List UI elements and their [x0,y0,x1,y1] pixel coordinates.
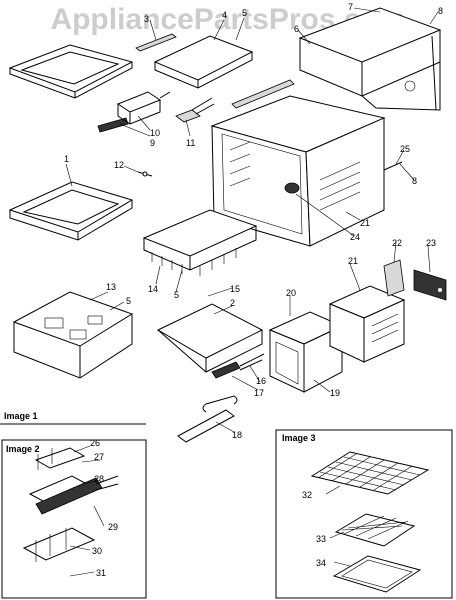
image2-box [1,439,147,599]
callout-5: 5 [242,8,247,18]
image3-title: Image 3 [282,433,316,443]
callout-2: 2 [230,298,235,308]
callout-17: 17 [254,388,264,398]
callout-22: 22 [392,238,402,248]
side-panel-part [8,181,134,241]
image1-title: Image 1 [4,411,38,421]
callout-3: 3 [144,14,149,24]
oven-cavity-part [210,95,403,247]
callout-24: 24 [350,232,360,242]
callouts: 1 2 3 4 5 5 5 6 7 8 8 9 10 11 12 13 14 1… [64,2,443,578]
top-cover-part [153,35,254,89]
callout-21b: 21 [348,256,358,266]
top-frame-part [8,44,134,99]
rear-panel-part [383,259,447,301]
callout-5b: 5 [174,290,179,300]
broil-pan-part [332,555,422,593]
hinge-part [97,117,153,177]
callout-14: 14 [148,284,158,294]
callout-26: 26 [90,438,100,448]
callout-33: 33 [316,534,326,544]
switch-box-part [116,91,171,125]
callout-34: 34 [316,558,326,568]
callout-20: 20 [286,288,296,298]
callout-29: 29 [108,522,118,532]
burner-tube-part [177,395,238,443]
callout-12: 12 [114,160,124,170]
inner-box-part [328,285,406,363]
callout-15: 15 [230,284,240,294]
callout-11: 11 [186,138,195,148]
callout-7: 7 [348,2,353,12]
callout-30: 30 [92,546,102,556]
callout-31: 31 [96,568,106,578]
base-pan-part [12,291,134,379]
callout-1: 1 [64,154,69,164]
callout-5c: 5 [126,296,131,306]
callout-18: 18 [232,430,242,440]
image2-title: Image 2 [6,444,40,454]
callout-19: 19 [330,388,340,398]
broil-grid-part [334,513,416,547]
oven-rack-part [310,451,430,495]
callout-4: 4 [222,10,227,20]
outer-cabinet-part [298,7,442,111]
callout-13: 13 [106,282,116,292]
callout-21: 21 [360,218,370,228]
image3-box [275,429,453,599]
callout-32: 32 [302,490,312,500]
leader-lines [65,7,439,433]
relay-part [175,97,215,123]
callout-8: 8 [438,6,443,16]
callout-27: 27 [94,452,104,462]
rail-part [135,33,177,52]
igniter-part [211,353,265,379]
callout-10: 10 [150,128,160,138]
callout-23: 23 [426,238,436,248]
callout-8b: 8 [412,176,417,186]
callout-28: 28 [94,474,104,484]
drawer-part [142,209,258,276]
callout-6: 6 [294,24,299,34]
callout-16: 16 [256,376,266,386]
callout-25: 25 [400,144,410,154]
rail-lower-part [231,79,295,109]
burner-tray-part [156,303,264,373]
callout-9: 9 [150,138,155,148]
